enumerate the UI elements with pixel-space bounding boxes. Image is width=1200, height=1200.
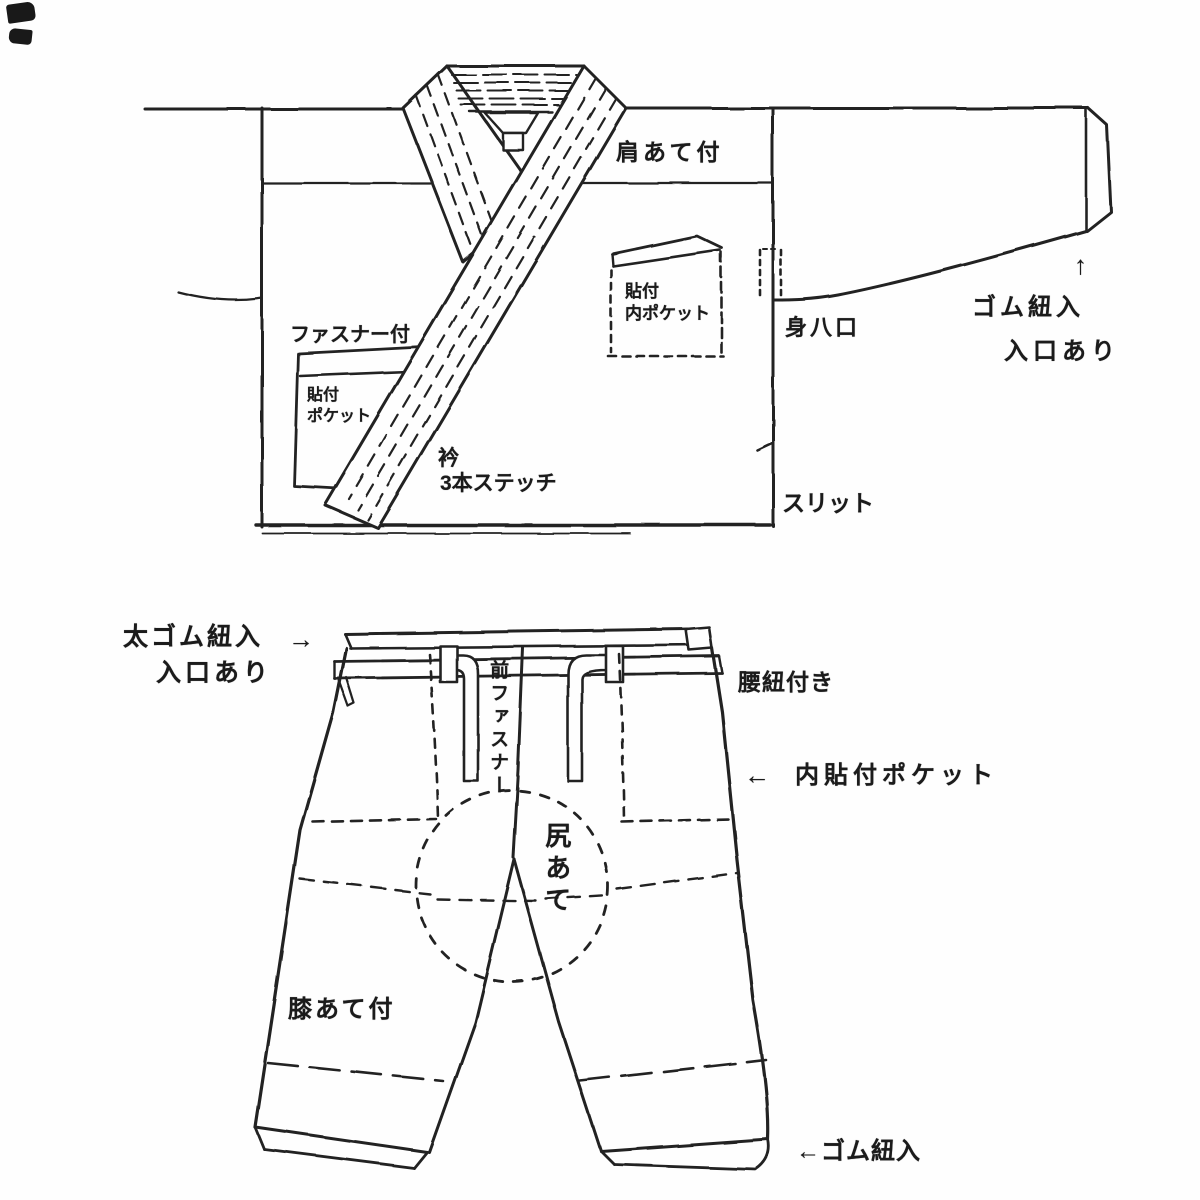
label-waist-elastic-line1: 太ゴム紐入 <box>123 623 264 651</box>
label-patch-pocket-line1: 貼付 <box>307 387 340 404</box>
label-inner-pocket-line2: 内ポケット <box>625 304 710 323</box>
arrow-right-icon: → <box>288 624 314 654</box>
pants-outline <box>253 646 771 1171</box>
label-seat-pad: 尻あて <box>541 822 572 918</box>
label-slit: スリット <box>782 490 874 516</box>
arrow-up-icon: ↑ <box>1074 250 1087 280</box>
hip-line <box>298 871 739 903</box>
label-side-opening: 身八口 <box>785 315 861 340</box>
jacket-outline <box>143 106 1090 534</box>
jacket-inner-pocket <box>606 234 725 358</box>
label-inner-pocket-line1: 貼付 <box>625 282 659 301</box>
label-sleeve-elastic-line1: ゴム紐入 <box>972 294 1084 321</box>
label-waist-cord: 腰紐付き <box>738 669 834 695</box>
label-hem-elastic: ←ゴム紐入 <box>796 1138 921 1165</box>
arrow-left-icon: ← <box>744 760 770 790</box>
back-neck-hatching <box>451 74 578 106</box>
seat-pad-circle <box>414 788 610 984</box>
label-sleeve-elastic-line2: 入口あり <box>1004 338 1120 365</box>
side-opening-marks <box>758 248 783 302</box>
label-front-zipper: 前ファスナー <box>487 660 509 798</box>
label-shoulder-pad: 肩あて付 <box>616 139 724 165</box>
label-collar-line2: 3本ステッチ <box>440 472 557 495</box>
jacket-patch-pocket <box>292 344 434 491</box>
knee-lines <box>266 1058 768 1083</box>
collar <box>323 64 628 530</box>
label-zipper: ファスナー付 <box>290 324 410 346</box>
label-waist-elastic-line2: 入口あり <box>156 659 273 687</box>
waist-cord-band <box>332 654 724 708</box>
pants-waistband <box>343 625 714 652</box>
slit-tick <box>755 441 774 452</box>
jacket-right-sleeve <box>771 106 1113 302</box>
waist-tie-cords <box>454 653 609 783</box>
label-collar-line1: 衿 <box>438 447 459 470</box>
label-pants-inner-pocket: 内貼付ポケット <box>795 762 998 789</box>
label-patch-pocket-line2: ポケット <box>307 408 372 425</box>
label-knee-pad: 膝あて付 <box>288 996 396 1023</box>
pants-pocket-stitching <box>311 652 731 824</box>
